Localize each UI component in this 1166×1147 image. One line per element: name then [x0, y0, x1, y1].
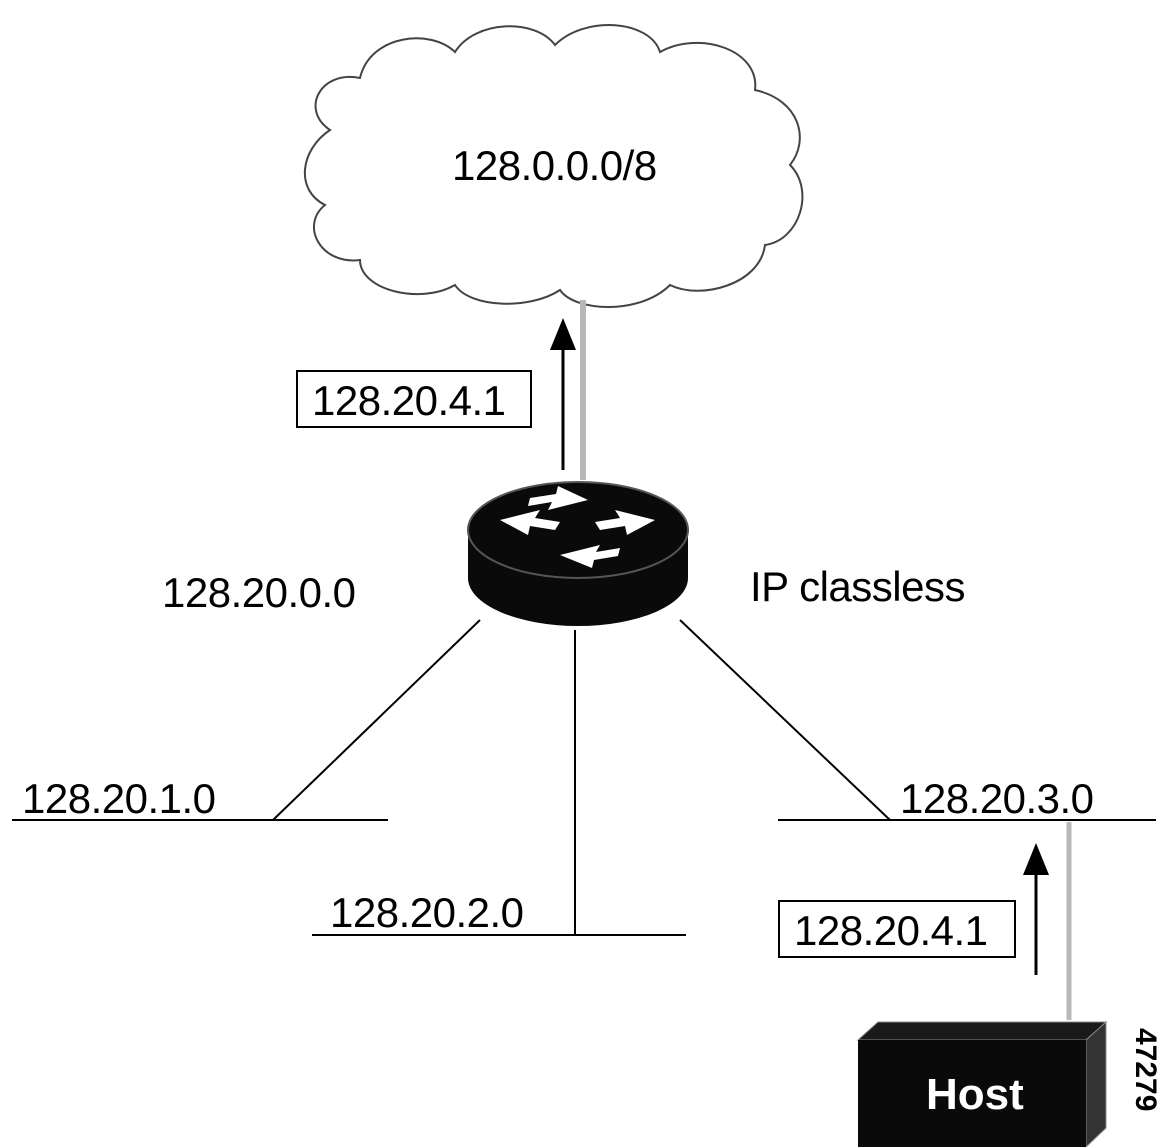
subnet-3-label: 128.20.3.0	[900, 775, 1094, 822]
router-mode-label: IP classless	[750, 563, 965, 610]
subnet-2-label: 128.20.2.0	[330, 889, 524, 936]
router-icon	[467, 481, 689, 626]
link-subnet-3	[679, 619, 891, 821]
host-packet-label: 128.20.4.1	[778, 900, 1016, 958]
cloud-label: 128.0.0.0/8	[452, 142, 657, 189]
host-label: Host	[926, 1070, 1024, 1119]
upstream-packet-label: 128.20.4.1	[296, 370, 532, 428]
host-icon	[856, 1020, 1108, 1147]
subnet-1-label: 128.20.1.0	[22, 775, 216, 822]
cloud-icon	[303, 24, 804, 308]
host-arrow-up-icon	[1023, 843, 1049, 875]
router-network-label: 128.20.0.0	[162, 569, 356, 616]
arrow-up-icon	[550, 318, 576, 350]
figure-id: 47279	[1129, 1028, 1162, 1112]
link-subnet-1	[272, 619, 481, 821]
